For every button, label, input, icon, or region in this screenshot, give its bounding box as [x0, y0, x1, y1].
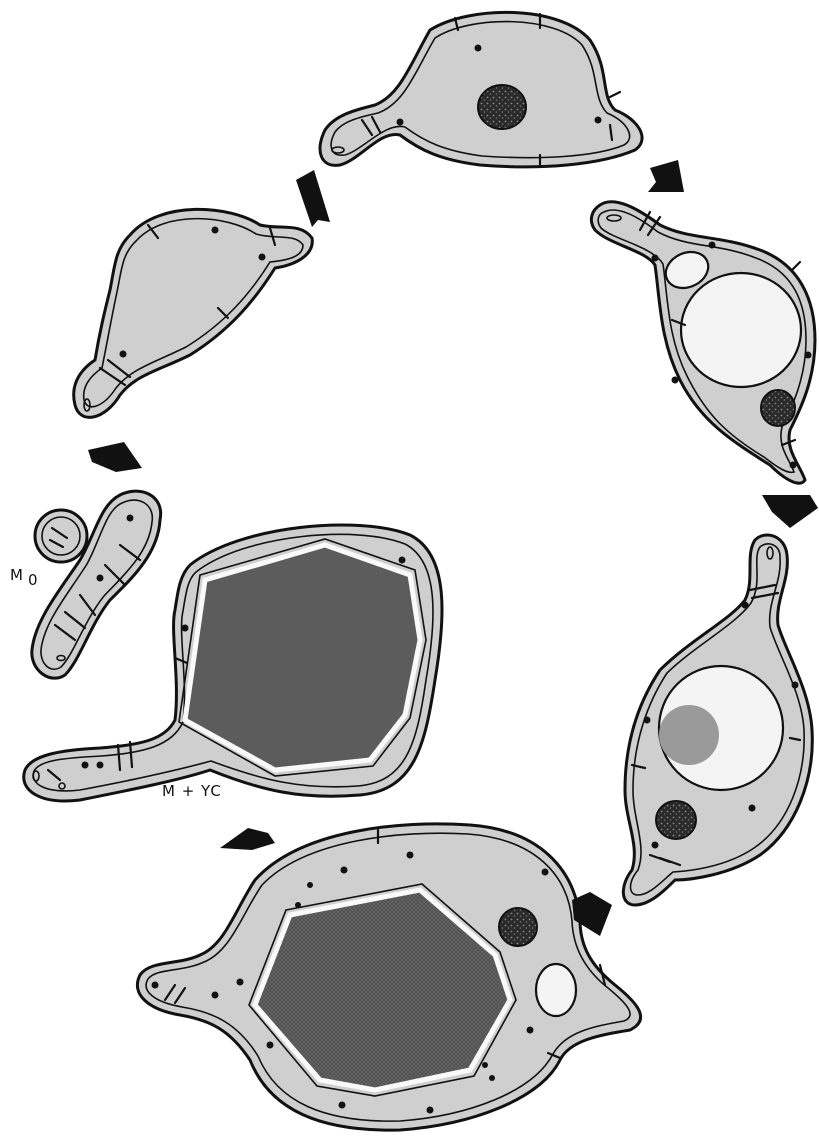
nucleus [761, 390, 795, 426]
nucleus [656, 801, 696, 839]
arrow-bottom-to-myc [220, 828, 275, 850]
arrow-icon [296, 170, 330, 227]
svg-text:0: 0 [28, 571, 39, 589]
arrow-ul-to-top [296, 170, 330, 227]
vacuole [681, 273, 801, 387]
cell-right-upper [591, 202, 815, 483]
cell-bottom [137, 824, 640, 1130]
cell-top [320, 12, 642, 167]
arrow-icon [648, 160, 684, 192]
cell-right-lower [623, 535, 812, 905]
arrow-rightupper-to-rightlower [762, 495, 818, 528]
arrow-icon [220, 828, 275, 850]
nucleus [499, 908, 537, 946]
arrow-icon [88, 442, 142, 472]
mitochondria-m0 [32, 491, 161, 678]
nucleus [478, 85, 526, 129]
cell-upper-left [74, 209, 313, 417]
nucleolus [659, 705, 719, 765]
arrow-top-to-right [648, 160, 684, 192]
yolk-crystal [185, 545, 420, 770]
arrow-m0-to-ul [88, 442, 142, 472]
label-m0: M 0 [10, 566, 39, 589]
arrow-icon [762, 495, 818, 528]
svg-text:M: M [10, 566, 24, 584]
small-vacuole [536, 964, 576, 1016]
label-m-plus-yc: M + YC [162, 782, 222, 800]
